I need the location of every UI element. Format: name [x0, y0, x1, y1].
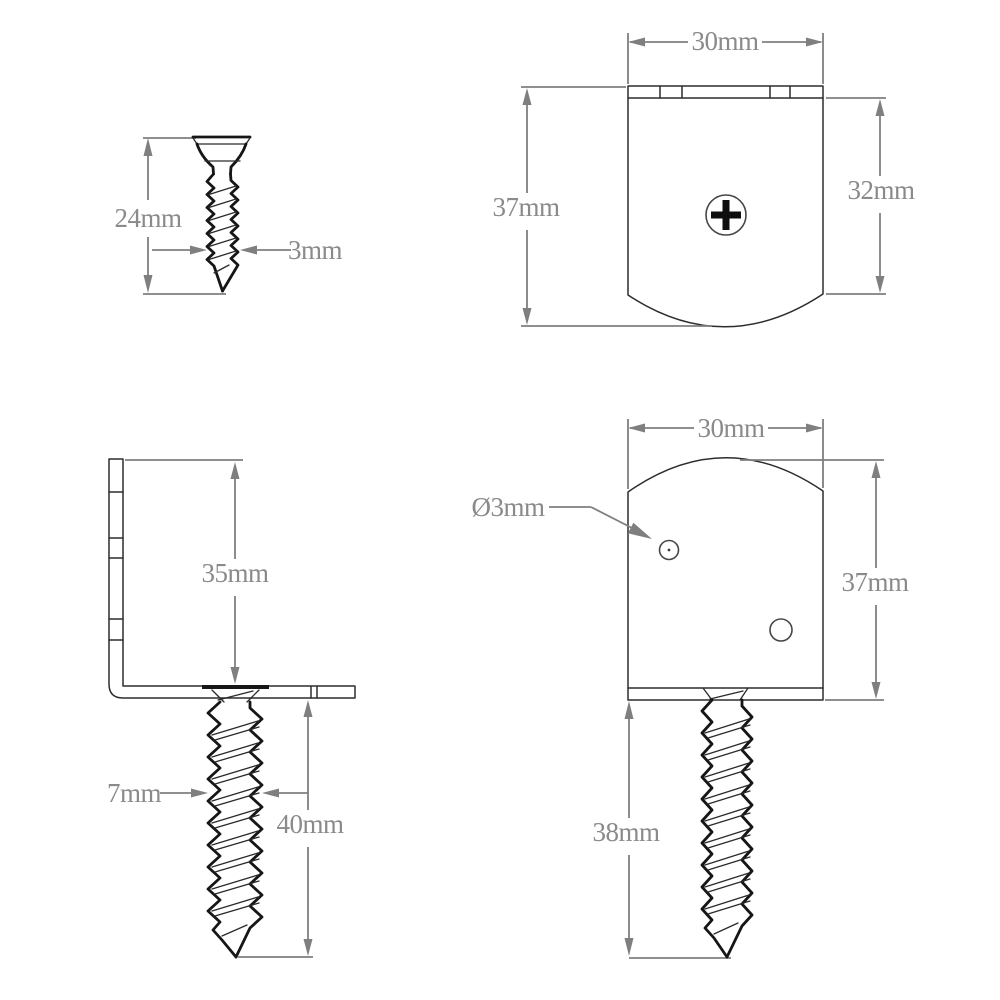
arrow-up-icon — [522, 88, 532, 105]
dimension-screw-diameter: 3mm — [152, 235, 343, 265]
arrow-right-icon — [806, 423, 823, 433]
dimension-screw-length: 24mm — [114, 137, 226, 295]
screw-diameter-label: 3mm — [288, 235, 343, 265]
clamp-back-width-label: 30mm — [697, 413, 765, 443]
bracket-screw — [202, 685, 269, 959]
arrow-left-icon — [262, 788, 279, 798]
arrow-diagonal-icon — [627, 522, 652, 539]
bracket-height-label: 35mm — [201, 558, 269, 588]
arrow-down-icon — [230, 667, 240, 684]
arrow-left-icon — [628, 423, 645, 433]
arrow-up-icon — [875, 99, 885, 116]
arrow-up-icon — [871, 461, 881, 478]
countersink-left — [211, 689, 225, 703]
clamp-plate-back — [627, 457, 824, 701]
clamp-back-height-label: 37mm — [841, 567, 909, 597]
dimension-bracket-height: 35mm — [125, 459, 269, 684]
arrow-down-icon — [143, 275, 153, 293]
countersink-right — [246, 689, 260, 703]
small-screw — [191, 135, 252, 293]
dimension-clamp-width: 30mm — [627, 26, 824, 84]
clamp-body-height-label: 32mm — [847, 175, 915, 205]
thread-helix-lines — [211, 720, 260, 937]
screw-length-label: 24mm — [114, 203, 182, 233]
screw-length-38-label: 38mm — [592, 817, 660, 847]
arrow-right-icon — [806, 37, 823, 47]
countersink-left — [702, 687, 713, 701]
arrow-left-icon — [240, 245, 257, 255]
arrow-down-icon — [875, 276, 885, 293]
dimension-clamp-body-height: 32mm — [826, 97, 915, 295]
leader-hole-diameter: Ø3mm — [471, 492, 652, 539]
countersink-helix — [709, 690, 744, 700]
clamp-screw — [700, 698, 754, 959]
thread-left-edge — [206, 700, 238, 959]
arrow-down-icon — [871, 682, 881, 699]
clamp-overall-height-label: 37mm — [492, 192, 560, 222]
arrow-down-icon — [624, 938, 634, 956]
arrow-up-icon — [624, 701, 634, 719]
thread-left-edge — [205, 172, 224, 293]
dimension-screw-length-40: 40mm — [238, 700, 344, 958]
screw-head-cone-left — [195, 142, 215, 176]
dimension-clamp-back-height: 37mm — [740, 459, 909, 701]
arrow-up-icon — [230, 462, 240, 479]
clamp-plate-front — [627, 85, 824, 328]
plate-outline — [627, 457, 824, 701]
countersink-helix — [217, 690, 254, 701]
dimension-clamp-overall-height: 37mm — [492, 86, 712, 327]
arrow-down-icon — [303, 939, 313, 956]
view-clamp-front: 30mm 37mm 32mm — [492, 26, 915, 328]
dimension-clamp-back-width: 30mm — [627, 413, 824, 489]
view-clamp-back: 30mm Ø3mm 37mm 38mm — [471, 413, 909, 959]
arrow-up-icon — [303, 700, 313, 717]
arrow-right-icon — [190, 245, 207, 255]
phillips-cross-icon — [711, 200, 741, 230]
arrow-left-icon — [628, 37, 645, 47]
bracket-outline — [108, 458, 356, 699]
second-hole — [769, 618, 793, 642]
thread-left-edge — [700, 698, 729, 959]
thread-helix-lines — [208, 185, 237, 274]
view-bracket-side: 35mm 7mm 40mm — [107, 458, 356, 959]
countersink-right — [739, 687, 749, 701]
thread-right-edge — [221, 172, 240, 293]
l-bracket — [108, 458, 356, 699]
screw-head-cone-right — [229, 142, 248, 176]
screw-length-40-label: 40mm — [276, 809, 344, 839]
view-screw-side: 24mm 3mm — [114, 135, 343, 295]
clamp-width-label: 30mm — [691, 26, 759, 56]
screw-head-rim — [192, 137, 251, 145]
arrow-up-icon — [143, 138, 153, 156]
thread-right-edge — [234, 700, 264, 959]
hole-diameter-label: Ø3mm — [471, 492, 545, 522]
dimension-screw-length-38: 38mm — [592, 701, 731, 959]
dimension-screw-diameter-7: 7mm — [107, 778, 308, 808]
screw-diameter-7-label: 7mm — [107, 778, 162, 808]
arrow-down-icon — [522, 308, 532, 325]
thread-right-edge — [725, 698, 754, 959]
thread-helix-lines — [704, 718, 751, 935]
hole-center-dot — [667, 548, 671, 552]
arrow-right-icon — [191, 788, 208, 798]
leader-line — [590, 506, 635, 530]
